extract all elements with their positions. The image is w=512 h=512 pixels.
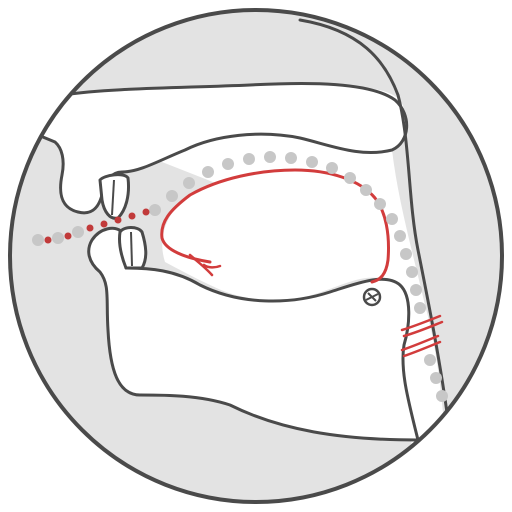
airflow-dot (360, 184, 372, 196)
airflow-dot (430, 372, 442, 384)
vocal-fold-upper-2 (402, 320, 444, 338)
lower-incisor (118, 226, 148, 270)
tongue-tip (188, 253, 214, 277)
airflow-dot (166, 190, 178, 202)
pharynx-channel (378, 150, 445, 502)
airflow-dot (264, 151, 276, 163)
airflow-dot (183, 177, 195, 189)
vocal-tract-space (50, 87, 450, 502)
airflow-dot (436, 390, 448, 402)
hyoid-bone-icon (362, 287, 382, 307)
airflow-dot (285, 152, 297, 164)
airflow-path-mouth (44, 208, 150, 244)
upper-incisor-divider (111, 179, 115, 216)
airflow-path (32, 151, 448, 402)
airflow-dot-mouth (128, 212, 136, 220)
airflow-dot (306, 156, 318, 168)
airflow-dot-mouth (142, 208, 150, 216)
airflow-dot (52, 232, 64, 244)
airflow-dot (400, 248, 412, 260)
airflow-dot (72, 226, 84, 238)
airflow-dot-mouth (64, 232, 72, 240)
airflow-dot (202, 166, 214, 178)
airflow-dot (243, 153, 255, 165)
airflow-dot (374, 198, 386, 210)
vocal-fold-upper (400, 314, 442, 332)
airflow-dot (394, 230, 406, 242)
airflow-dot (424, 354, 436, 366)
frame-outline (8, 8, 504, 504)
airflow-dot (222, 158, 234, 170)
airflow-dot-mouth (44, 236, 52, 244)
tongue (160, 168, 390, 284)
lower-jaw (87, 226, 420, 442)
vocal-fold-lower (400, 334, 440, 352)
vocal-fold-lower-2 (402, 340, 442, 358)
airflow-dot-mouth (100, 220, 108, 228)
airflow-dot (410, 284, 422, 296)
tongue-base (202, 263, 222, 269)
airflow-dot (326, 162, 338, 174)
airflow-dot (344, 172, 356, 184)
airflow-dot (32, 234, 44, 246)
airflow-dot (414, 302, 426, 314)
airflow-dot-mouth (86, 224, 94, 232)
airflow-dot (406, 266, 418, 278)
upper-incisor (98, 173, 130, 220)
airflow-dot (386, 213, 398, 225)
airflow-dot (149, 204, 161, 216)
upper-jaw (36, 82, 409, 215)
airflow-dot-mouth (114, 216, 122, 224)
lower-incisor-divider (130, 231, 133, 267)
